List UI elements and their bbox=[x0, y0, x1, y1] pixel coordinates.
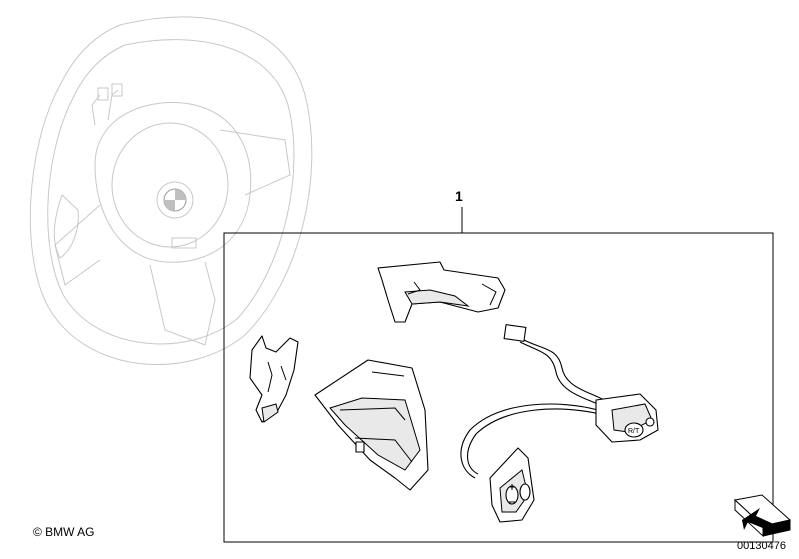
parts-kit-frame bbox=[223, 232, 774, 543]
right-switch-label: R/T bbox=[628, 428, 640, 435]
wiring-harness bbox=[503, 324, 605, 406]
left-spoke-clip bbox=[249, 335, 299, 423]
cube-arrow-icon bbox=[733, 494, 792, 538]
callout-number: 1 bbox=[455, 188, 463, 204]
lower-spoke-cover bbox=[314, 359, 429, 491]
document-number: 00130476 bbox=[737, 540, 786, 552]
copyright-notice: © BMW AG bbox=[33, 525, 95, 539]
right-multifunction-switch: R/T bbox=[460, 393, 659, 479]
bmw-roundel-icon bbox=[163, 188, 187, 212]
steering-wheel-reference bbox=[29, 16, 313, 366]
left-multifunction-switch bbox=[489, 447, 535, 523]
upper-trim-cover bbox=[377, 261, 506, 323]
